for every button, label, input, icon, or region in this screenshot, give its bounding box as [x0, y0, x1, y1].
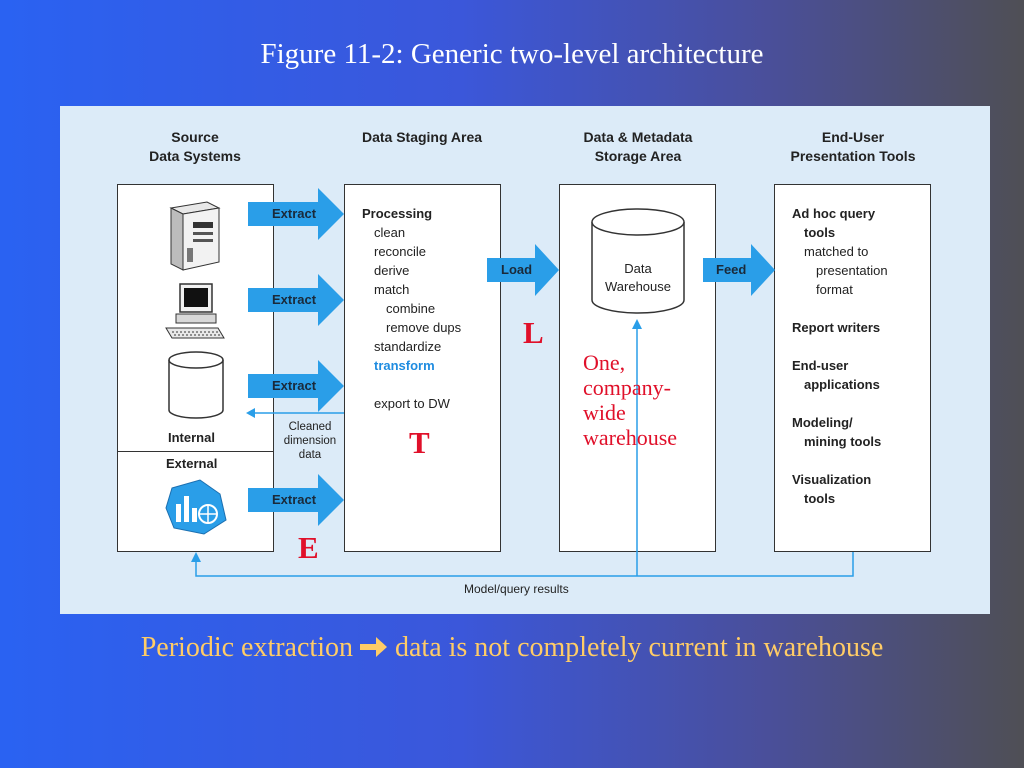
warehouse-note: One, company- wide warehouse — [583, 350, 678, 450]
load-label: Load — [501, 262, 533, 277]
extract-label-2: Extract — [272, 292, 317, 307]
staging-item-derive: derive — [374, 263, 410, 278]
slide-title: Figure 11-2: Generic two-level architect… — [260, 38, 764, 70]
database-cylinder-icon — [168, 351, 224, 419]
header-storage-area: Data & Metadata Storage Area — [583, 129, 693, 164]
header-data-staging-area: Data Staging Area — [361, 129, 483, 145]
server-icon — [169, 201, 221, 271]
extract-label-1: Extract — [272, 206, 317, 221]
etl-letter-t: T — [409, 425, 430, 460]
tool-format: format — [816, 282, 853, 297]
right-arrow-icon — [359, 637, 387, 657]
staging-item-standardize: standardize — [374, 339, 442, 354]
desktop-computer-icon — [165, 283, 225, 339]
extract-label-3: Extract — [272, 378, 317, 393]
load-arrow — [487, 244, 559, 296]
architecture-diagram: Source Data Systems Data Staging Area Da… — [60, 106, 990, 614]
tool-modeling: Modeling/ — [792, 415, 853, 430]
tool-ad-hoc-query: Ad hoc query — [792, 206, 876, 221]
feed-arrow — [703, 244, 775, 296]
etl-letter-l: L — [523, 315, 544, 350]
staging-item-transform: transform — [374, 358, 435, 373]
tool-visualization: Visualization — [792, 472, 872, 487]
caption-before: Periodic extraction — [140, 632, 360, 663]
tool-presentation: presentation — [816, 263, 888, 278]
tool-applications: applications — [804, 377, 880, 392]
staging-item-reconcile: reconcile — [374, 244, 427, 259]
extract-label-4: Extract — [272, 492, 317, 507]
extract-arrow-1 — [248, 188, 344, 240]
model-query-results-label: Model/query results — [464, 582, 569, 596]
cleaned-data-return-arrow — [246, 408, 344, 418]
tool-report-writers: Report writers — [792, 320, 881, 335]
cleaned-dimension-data-note: Cleaned dimension data — [283, 421, 337, 461]
staging-item-combine: combine — [386, 301, 436, 316]
model-query-feedback-loop — [191, 319, 854, 577]
external-data-chart-icon — [165, 479, 227, 535]
extract-arrow-3 — [248, 360, 344, 412]
staging-item-match: match — [374, 282, 410, 297]
tool-matched-to: matched to — [804, 244, 869, 259]
internal-label: Internal — [168, 430, 215, 445]
caption-after: data is not completely current in wareho… — [387, 632, 884, 663]
extract-arrow-2 — [248, 274, 344, 326]
staging-item-export: export to DW — [374, 396, 450, 411]
tool-mining-tools: mining tools — [804, 434, 882, 449]
etl-letter-e: E — [298, 530, 319, 565]
staging-item-processing: Processing — [362, 206, 433, 221]
tool-visualization-tools: tools — [804, 491, 836, 506]
presentation-box — [774, 184, 931, 552]
staging-box — [344, 184, 501, 552]
tool-end-user: End-user — [792, 358, 849, 373]
warehouse-label: Data Warehouse — [605, 261, 671, 294]
tool-ad-hoc-query-tools: tools — [804, 225, 836, 240]
header-presentation-tools: End-User Presentation Tools — [790, 129, 916, 164]
staging-item-clean: clean — [374, 225, 406, 240]
warehouse-cylinder-icon — [591, 208, 685, 314]
feed-label: Feed — [716, 262, 747, 277]
caption: Periodic extraction data is not complete… — [0, 632, 1024, 664]
staging-item-remove-dups: remove dups — [386, 320, 462, 335]
extract-arrow-4 — [248, 474, 344, 526]
external-label: External — [166, 456, 218, 471]
header-source-data-systems: Source Data Systems — [149, 129, 241, 164]
internal-external-divider — [118, 451, 273, 452]
